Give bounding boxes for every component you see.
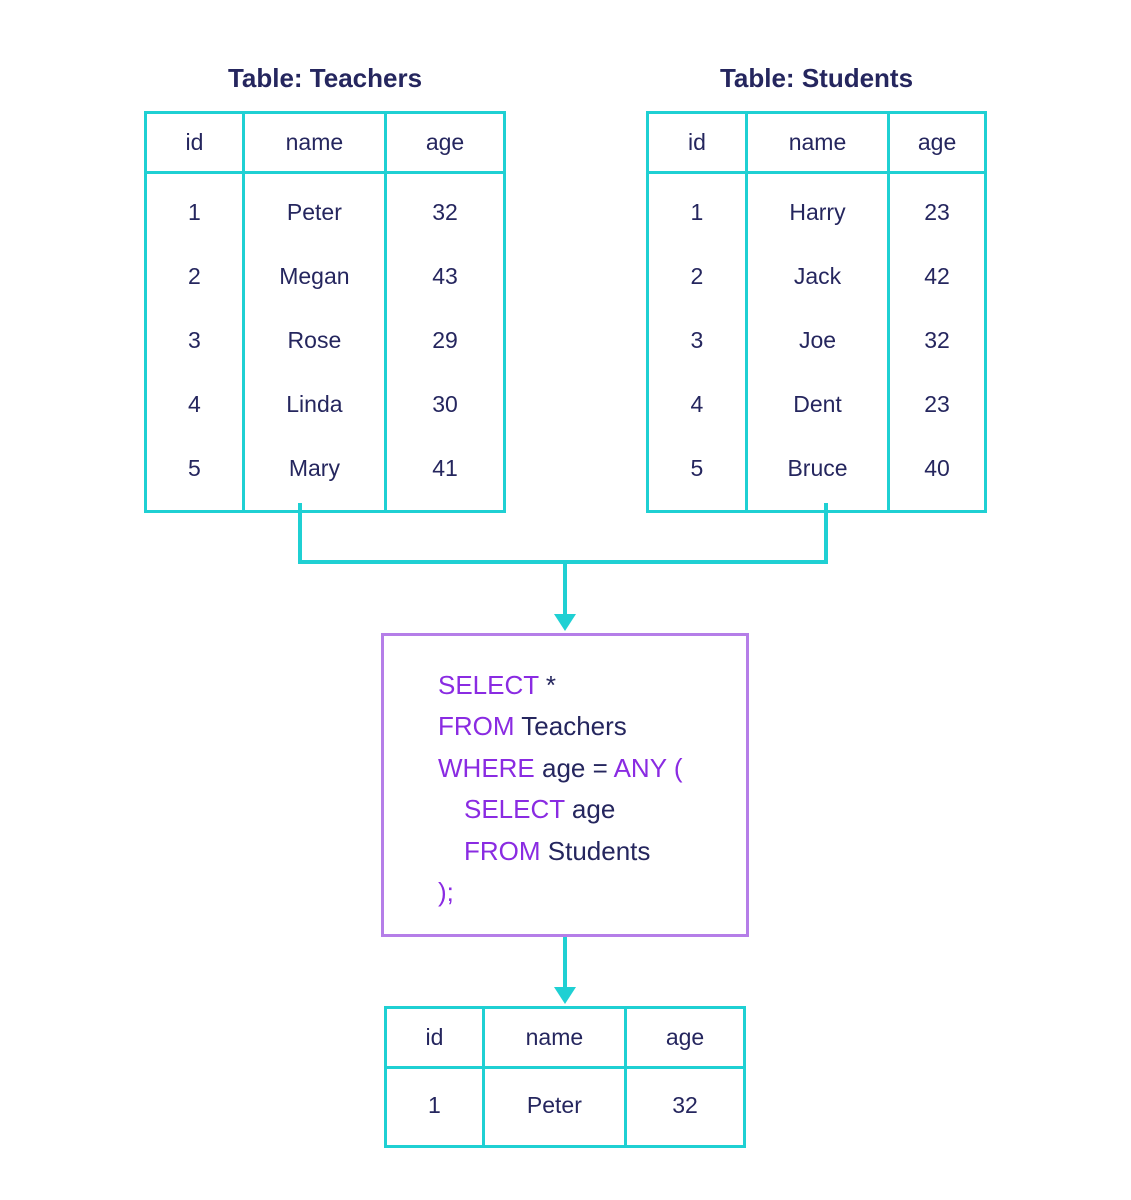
- cell-name: Dent: [744, 372, 891, 436]
- table-header-row: id name age: [384, 1007, 746, 1069]
- column-header-id: id: [646, 112, 748, 174]
- cell-id: 3: [646, 308, 748, 372]
- cell-age: 42: [887, 244, 987, 308]
- teachers-table-title: Table: Teachers: [227, 63, 423, 93]
- table-row: 5 Mary 41: [144, 436, 506, 512]
- query-line-2: FROM Teachers: [438, 706, 627, 746]
- cell-age: 32: [624, 1067, 746, 1147]
- students-table-title: Table: Students: [719, 63, 914, 93]
- cell-id: 4: [144, 372, 245, 436]
- cell-age: 43: [384, 244, 506, 308]
- table-row: 3 Rose 29: [144, 308, 506, 372]
- arrowhead-to-result: [554, 987, 576, 1004]
- merge-connector: [298, 503, 828, 564]
- column-header-age: age: [384, 112, 506, 174]
- sql-text: age: [564, 794, 616, 824]
- sql-query-box: SELECT * FROM Teachers WHERE age = ANY (…: [381, 633, 749, 937]
- sql-text: Teachers: [514, 711, 627, 741]
- query-line-1: SELECT *: [438, 665, 556, 705]
- column-header-name: name: [241, 112, 388, 174]
- result-table: id name age 1 Peter 32: [384, 1006, 746, 1148]
- cell-id: 1: [144, 172, 245, 244]
- table-header-row: id name age: [144, 112, 506, 174]
- cell-name: Rose: [241, 308, 388, 372]
- cell-id: 2: [646, 244, 748, 308]
- sql-text: Students: [540, 836, 651, 866]
- cell-id: 1: [384, 1067, 485, 1147]
- table-header-row: id name age: [646, 112, 987, 174]
- table-row: 5 Bruce 40: [646, 436, 987, 512]
- query-line-6: );: [438, 877, 454, 907]
- cell-age: 32: [887, 308, 987, 372]
- sql-text: age =: [534, 753, 614, 783]
- cell-name: Jack: [744, 244, 891, 308]
- cell-age: 32: [384, 172, 506, 244]
- arrowhead-to-query: [554, 614, 576, 631]
- sql-keyword: FROM: [438, 711, 515, 741]
- table-row: 2 Megan 43: [144, 244, 506, 308]
- cell-age: 30: [384, 372, 506, 436]
- cell-id: 2: [144, 244, 245, 308]
- students-table: id name age 1 Harry 23 2 Jack 42 3 Joe 3…: [646, 111, 987, 513]
- column-header-age: age: [624, 1007, 746, 1069]
- table-row: 1 Harry 23: [646, 172, 987, 244]
- table-row: 4 Linda 30: [144, 372, 506, 436]
- cell-name: Mary: [241, 436, 388, 512]
- query-line-3: WHERE age = ANY (: [438, 748, 682, 788]
- cell-name: Joe: [744, 308, 891, 372]
- sql-text: *: [538, 670, 557, 700]
- table-row: 1 Peter 32: [144, 172, 506, 244]
- sql-keyword: SELECT: [438, 670, 539, 700]
- column-header-name: name: [744, 112, 891, 174]
- cell-age: 40: [887, 436, 987, 512]
- sql-keyword: WHERE: [438, 753, 535, 783]
- cell-name: Bruce: [744, 436, 891, 512]
- cell-id: 5: [144, 436, 245, 512]
- cell-id: 5: [646, 436, 748, 512]
- sql-keyword: ANY: [613, 753, 667, 783]
- cell-id: 4: [646, 372, 748, 436]
- sql-keyword: SELECT: [464, 794, 565, 824]
- cell-id: 1: [646, 172, 748, 244]
- column-header-id: id: [384, 1007, 485, 1069]
- table-row: 3 Joe 32: [646, 308, 987, 372]
- sql-keyword: FROM: [464, 836, 541, 866]
- cell-name: Peter: [241, 172, 388, 244]
- table-row: 1 Peter 32: [384, 1067, 746, 1147]
- sql-text: (: [666, 753, 683, 783]
- table-row: 2 Jack 42: [646, 244, 987, 308]
- cell-id: 3: [144, 308, 245, 372]
- teachers-table: id name age 1 Peter 32 2 Megan 43 3 Rose…: [144, 111, 506, 513]
- query-line-4: SELECT age: [464, 789, 615, 829]
- column-header-age: age: [887, 112, 987, 174]
- table-row: 4 Dent 23: [646, 372, 987, 436]
- cell-age: 29: [384, 308, 506, 372]
- column-header-id: id: [144, 112, 245, 174]
- cell-name: Harry: [744, 172, 891, 244]
- cell-age: 23: [887, 372, 987, 436]
- query-line-5: FROM Students: [464, 831, 650, 871]
- cell-age: 41: [384, 436, 506, 512]
- cell-age: 23: [887, 172, 987, 244]
- cell-name: Megan: [241, 244, 388, 308]
- cell-name: Peter: [481, 1067, 628, 1147]
- column-header-name: name: [481, 1007, 628, 1069]
- cell-name: Linda: [241, 372, 388, 436]
